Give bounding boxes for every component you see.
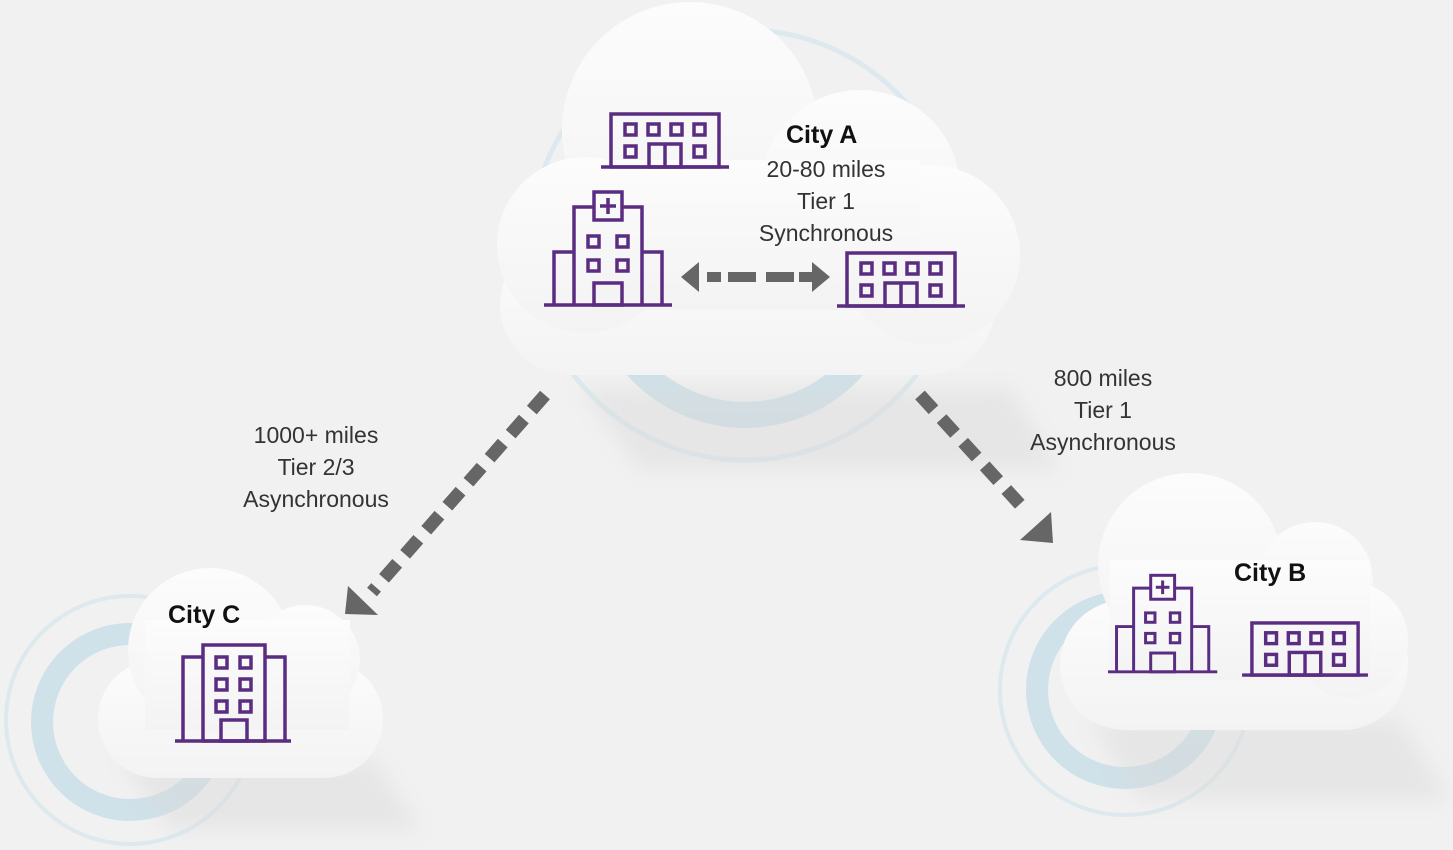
link-a-c-tier: Tier 2/3 [277,454,355,480]
link-a-b-label: 800 miles Tier 1 Asynchronous [1008,362,1198,458]
link-a-b-tier: Tier 1 [1074,397,1132,423]
city-a-tier: Tier 1 [797,188,855,214]
city-a-mode: Synchronous [758,220,894,246]
link-a-b-distance: 800 miles [1053,365,1153,391]
city-a-details: 20-80 miles Tier 1 Synchronous [736,153,916,249]
city-a-name: City A [786,121,858,149]
cloud-city-c [98,568,420,830]
city-a-distance: 20-80 miles [766,156,886,182]
async-link-arrow-a-b [915,390,1053,543]
link-a-b-mode: Asynchronous [1030,429,1176,455]
link-a-c-distance: 1000+ miles [253,422,379,448]
link-a-c-mode: Asynchronous [243,486,389,512]
link-a-c-label: 1000+ miles Tier 2/3 Asynchronous [221,419,411,515]
async-link-arrow-a-c [345,390,550,615]
city-b-name: City B [1234,559,1307,587]
city-c-name: City C [168,601,241,629]
cloud-city-b [1060,473,1450,800]
sync-link-arrow [681,262,830,292]
